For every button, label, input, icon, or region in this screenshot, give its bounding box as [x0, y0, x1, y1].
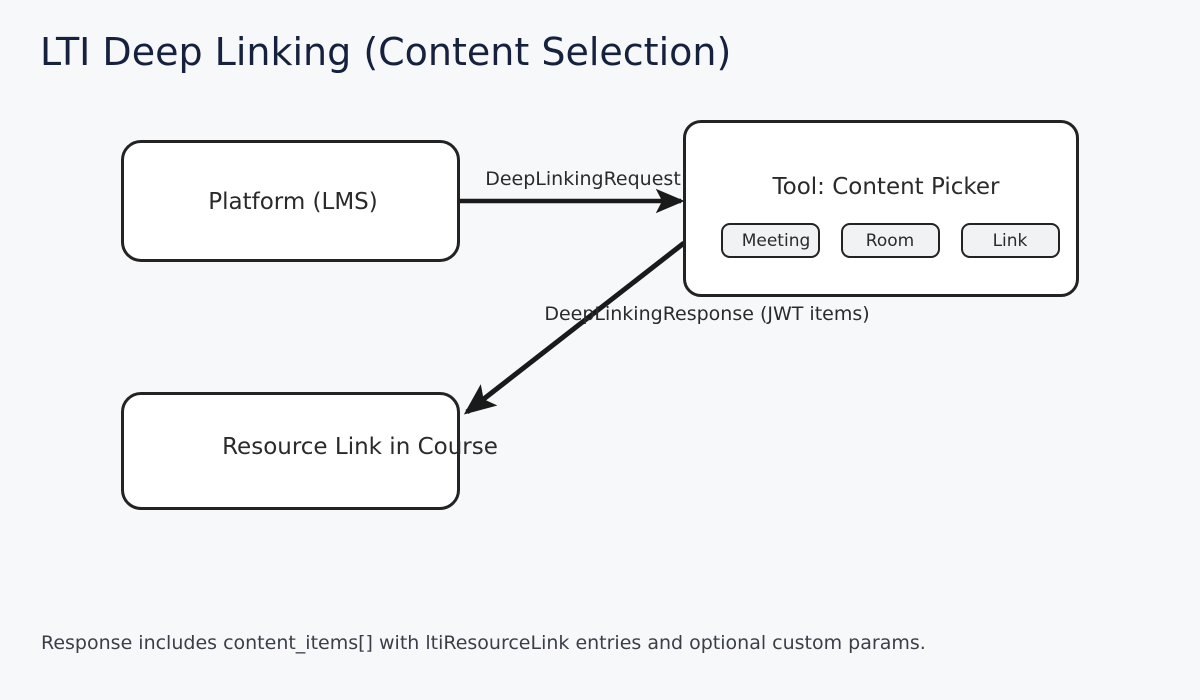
tool-option-meeting-label: Meeting: [741, 231, 811, 251]
node-tool-content-picker-label: Tool: Content Picker: [772, 174, 1000, 200]
node-platform-lms[interactable]: [121, 140, 460, 262]
tool-option-meeting[interactable]: [721, 223, 820, 258]
tool-option-room[interactable]: [841, 223, 940, 258]
edge-label-deeplinkingresponse: DeepLinkingResponse (JWT items): [544, 303, 870, 325]
page-title: LTI Deep Linking (Content Selection): [40, 30, 732, 74]
node-resource-link-in-course[interactable]: [121, 392, 460, 510]
edge-deeplinkingresponse: [463, 241, 686, 415]
node-tool-content-picker[interactable]: [683, 120, 1079, 297]
node-resource-link-in-course-label: Resource Link in Course: [222, 434, 498, 460]
footer-note: Response includes content_items[] with l…: [41, 632, 926, 654]
edge-label-deeplinkingrequest: DeepLinkingRequest: [485, 168, 681, 190]
tool-option-link[interactable]: [961, 223, 1060, 258]
tool-option-link-label: Link: [992, 231, 1028, 251]
node-platform-lms-label: Platform (LMS): [208, 189, 378, 215]
tool-option-room-label: Room: [865, 231, 915, 251]
